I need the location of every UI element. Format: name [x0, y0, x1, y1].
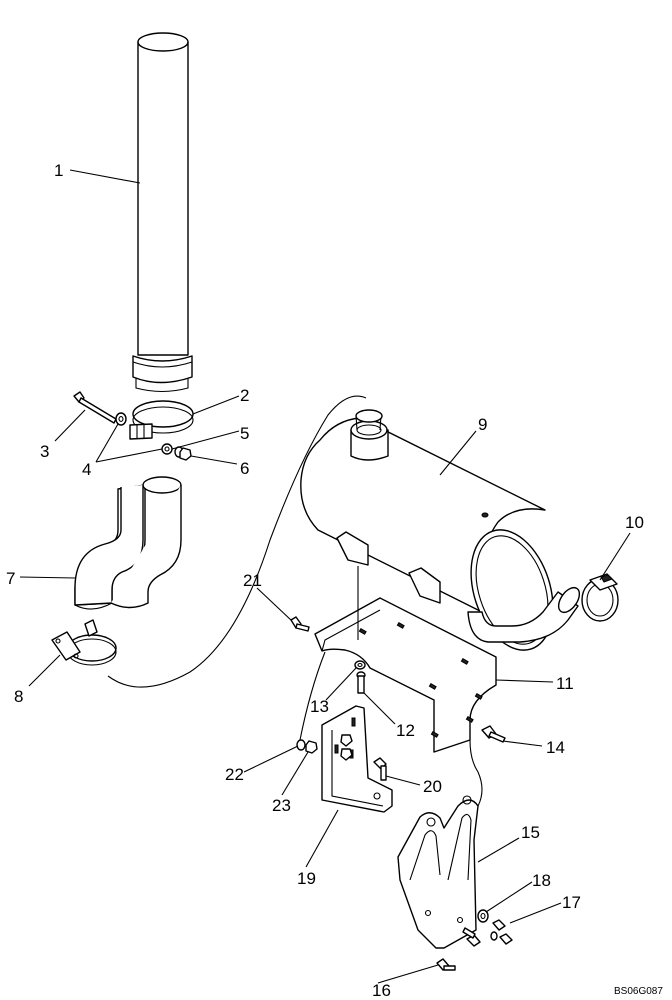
callout-1: 1	[54, 161, 63, 180]
callout-21: 21	[243, 571, 262, 590]
callout-4: 4	[82, 460, 91, 479]
washer-18	[477, 909, 489, 923]
callout-15: 15	[521, 823, 540, 842]
hose-clamp	[581, 573, 619, 622]
callout-3: 3	[40, 442, 49, 461]
bolt-20	[373, 757, 387, 781]
washer-nut-22-23	[296, 734, 353, 761]
nut	[174, 446, 192, 461]
callout-10: 10	[625, 513, 644, 532]
callout-13: 13	[310, 697, 329, 716]
bolt-17	[490, 919, 513, 945]
muffler-mounting-bracket	[314, 566, 497, 753]
callout-20: 20	[423, 777, 442, 796]
callout-6: 6	[240, 459, 249, 478]
elbow-pipe	[74, 476, 182, 610]
callout-16: 16	[372, 981, 391, 1000]
callout-labels: 1 2 3 4 5 6 7 8 9 10 11 12 13 14 15 16 1…	[6, 161, 644, 1000]
callout-5: 5	[240, 424, 249, 443]
bolt-16	[436, 927, 481, 971]
callout-11: 11	[556, 674, 574, 693]
routing-line-lower	[469, 739, 483, 807]
routing-line	[107, 395, 367, 688]
callout-22: 22	[225, 765, 244, 784]
reference-code: BS06G087	[614, 986, 663, 997]
muffler	[300, 409, 581, 651]
callout-12: 12	[396, 721, 415, 740]
routing-line-left	[299, 651, 326, 741]
bolt-14	[481, 725, 506, 743]
callout-17: 17	[562, 893, 581, 912]
bolt-21	[290, 616, 310, 632]
callout-18: 18	[532, 871, 551, 890]
leader-lines	[19, 169, 631, 984]
exhaust-stack-pipe	[132, 32, 193, 393]
callout-8: 8	[14, 687, 23, 706]
callout-2: 2	[240, 386, 249, 405]
callout-9: 9	[478, 415, 487, 434]
long-bolt	[73, 391, 117, 424]
plate-bracket	[397, 795, 479, 949]
small-bolt	[356, 671, 366, 694]
callout-7: 7	[6, 569, 15, 588]
callout-19: 19	[297, 869, 316, 888]
callout-14: 14	[546, 738, 565, 757]
u-bolt-clamp	[51, 619, 117, 666]
callout-23: 23	[272, 796, 291, 815]
band-clamp	[129, 400, 194, 440]
